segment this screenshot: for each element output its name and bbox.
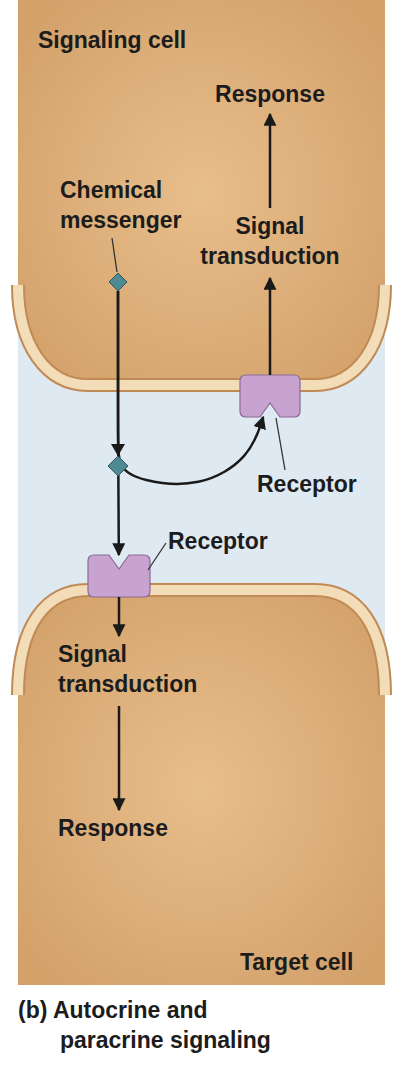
step-label: Signal transduction (58, 640, 228, 700)
receptor-protein-part (240, 375, 300, 417)
figure-caption: (b) Autocrine and paracrine signaling (18, 996, 280, 1056)
step-label: Signal transduction (195, 212, 345, 272)
connectors (118, 291, 263, 555)
pathway-arrow (269, 114, 272, 208)
cell-label: Signaling cell (38, 26, 238, 56)
pathway-arrow (269, 278, 272, 375)
receptor-protein-outline (240, 375, 300, 417)
arrow-head (111, 444, 125, 456)
messenger-molecule: Chemical messenger (109, 273, 127, 291)
cell-label: Target cell (240, 948, 380, 978)
leader-line (148, 543, 166, 570)
receptor-protein-part (88, 555, 150, 597)
receptor-protein: Receptor (240, 375, 300, 417)
leader-line (112, 238, 117, 272)
target-cell-outline (18, 580, 385, 985)
signaling-cell-part (18, 285, 385, 385)
target-cell: Target cellReceptor (18, 580, 385, 985)
signal-arrow (117, 291, 120, 555)
signal-arrow (118, 291, 263, 484)
receptor-protein: Receptor (88, 555, 150, 597)
receptor-protein-outline (88, 555, 150, 597)
signaling-cell-part (18, 0, 385, 385)
pathway-arrow (118, 706, 121, 810)
messenger-molecule-outline (109, 273, 127, 291)
callout-label: Chemical messenger (60, 176, 195, 236)
signaling-cell-part (18, 285, 385, 385)
messenger-molecule-part (109, 273, 127, 291)
target-cell-part (18, 590, 385, 985)
leader-line (276, 418, 285, 470)
pathway-arrow (118, 597, 121, 636)
step-label: Response (195, 80, 345, 110)
callout-label: Receptor (257, 470, 377, 500)
callout-label: Receptor (168, 527, 288, 557)
step-label: Response (58, 814, 228, 844)
signaling-cell: Signaling cellChemical messengerReceptor (18, 0, 385, 390)
messenger-molecule (108, 456, 128, 476)
